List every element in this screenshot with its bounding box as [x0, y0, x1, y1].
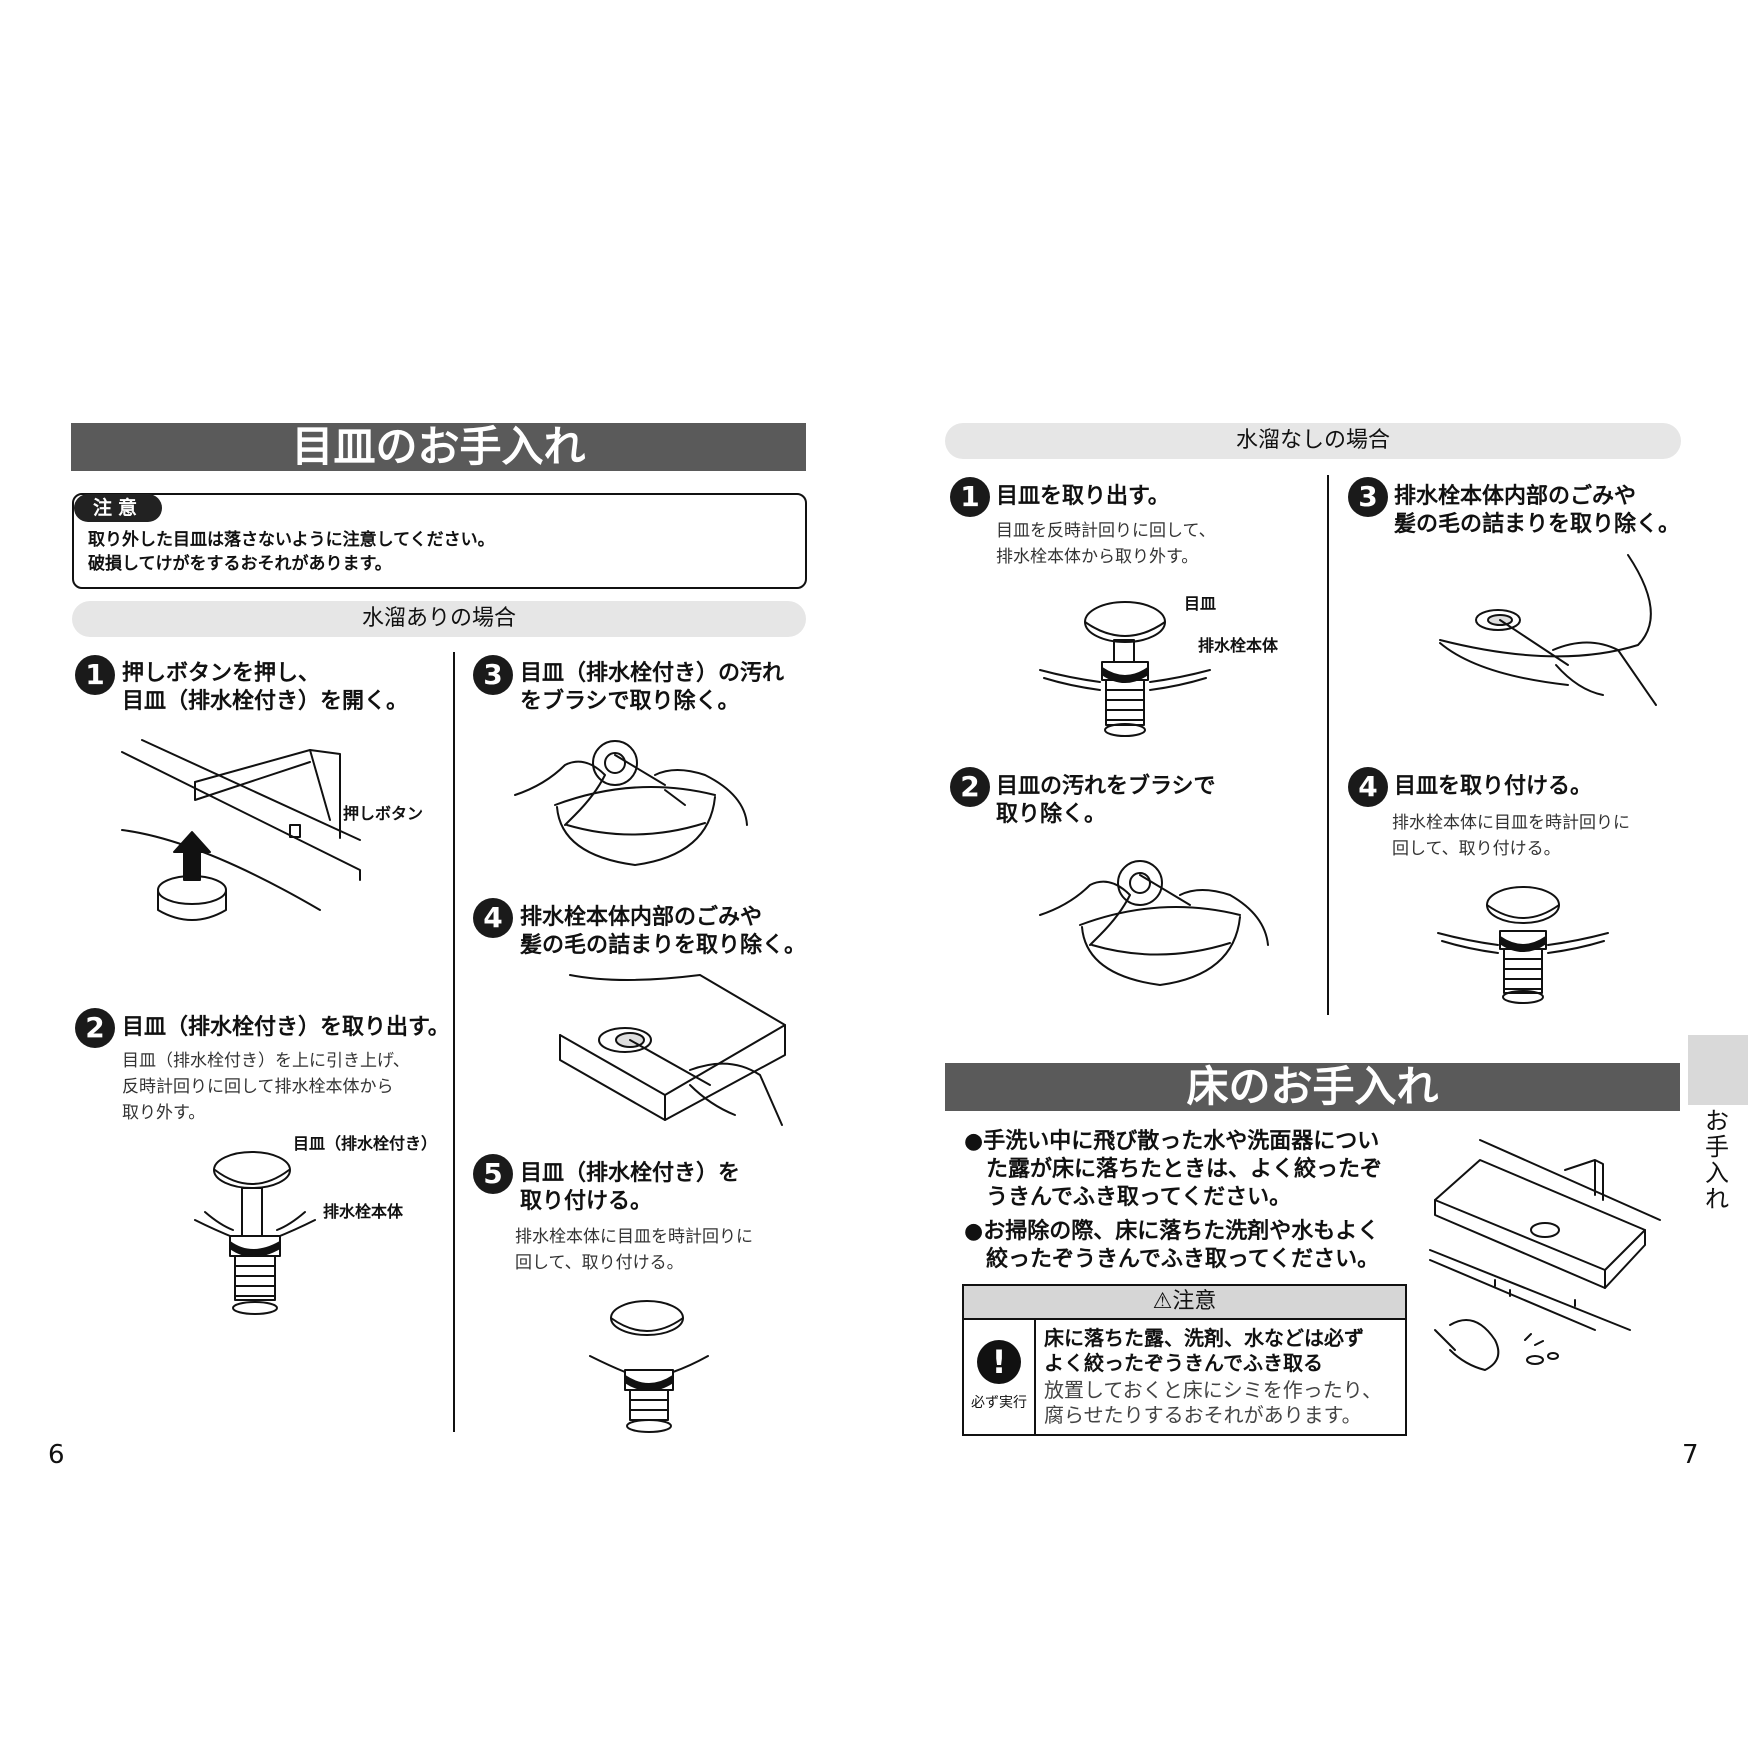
page-number-left: 6 [48, 1440, 65, 1470]
eyesara-removal-illustration [1039, 601, 1211, 737]
brush-cleaning-illustration [514, 740, 748, 866]
label-eyesara-with-drain: 目皿（排水栓付き） [293, 1134, 438, 1153]
section-with-trap: 水溜ありの場合 [72, 601, 806, 637]
warning-title: 床に落ちた露、洗剤、水などは必ず よく絞ったぞうきんでふき取る [1044, 1326, 1364, 1375]
side-tab [1688, 1035, 1748, 1105]
page-title-eyesara: 目皿のお手入れ [71, 423, 806, 471]
drain-removal-illustration [194, 1151, 316, 1315]
caution-tag: 注意 [74, 494, 162, 522]
push-button-illustration [121, 739, 361, 921]
step-number-r3: 3 [1348, 477, 1388, 517]
warning-header: ⚠注意 [964, 1286, 1405, 1320]
label-eyesara: 目皿 [1184, 594, 1217, 613]
step-title-r4: 目皿を取り付ける。 [1394, 774, 1593, 799]
step-title-r1: 目皿を取り出す。 [996, 484, 1170, 509]
step-desc-r1: 目皿を反時計回りに回して、 排水栓本体から取り外す。 [996, 521, 1216, 567]
caution-box [72, 493, 807, 589]
warning-box: ⚠注意 ! 必ず実行 床に落ちた露、洗剤、水などは必ず よく絞ったぞうきんでふき… [962, 1284, 1407, 1436]
step-number-2: 2 [75, 1008, 115, 1048]
step-number-3: 3 [473, 655, 513, 695]
eyesara-brush-illustration [1039, 860, 1269, 986]
column-divider-right [1327, 475, 1329, 1015]
floor-bullet-2: ●お掃除の際、床に落ちた洗剤や水もよく 絞ったぞうきんでふき取ってください。 [964, 1219, 1380, 1272]
step-title-r3: 排水栓本体内部のごみや 髪の毛の詰まりを取り除く。 [1394, 484, 1681, 537]
warning-desc: 放置しておくと床にシミを作ったり、 腐らせたりするおそれがあります。 [1044, 1378, 1382, 1427]
step-desc-5: 排水栓本体に目皿を時計回りに 回して、取り付ける。 [515, 1227, 753, 1273]
floor-care-title: 床のお手入れ [945, 1063, 1680, 1111]
exclamation-icon: ! [977, 1340, 1021, 1384]
step-title-r2: 目皿の汚れをブラシで 取り除く。 [996, 774, 1216, 827]
label-push-button: 押しボタン [343, 804, 424, 823]
column-divider [453, 652, 455, 1432]
step-title-5: 目皿（排水栓付き）を 取り付ける。 [520, 1161, 741, 1214]
step-desc-r4: 排水栓本体に目皿を時計回りに 回して、取り付ける。 [1392, 813, 1630, 859]
warning-head-text: 注意 [1172, 1289, 1217, 1314]
must-do-label: 必ず実行 [971, 1395, 1027, 1411]
step-title-4: 排水栓本体内部のごみや 髪の毛の詰まりを取り除く。 [520, 905, 807, 958]
warning-left-cell: ! 必ず実行 [964, 1320, 1036, 1434]
step-title-1: 押しボタンを押し、 目皿（排水栓付き）を開く。 [122, 661, 409, 714]
step-desc-2: 目皿（排水栓付き）を上に引き上げ、 反時計回りに回して排水栓本体から 取り外す。 [122, 1051, 410, 1123]
drain-inside-brush-illustration [1439, 554, 1657, 706]
caution-line-2: 破損してけがをするおそれがあります。 [88, 554, 392, 574]
step-number-1: 1 [75, 655, 115, 695]
sink-floor-illustration [1429, 1139, 1661, 1371]
step-title-3: 目皿（排水栓付き）の汚れ をブラシで取り除く。 [520, 661, 785, 714]
label-drain-body: 排水栓本体 [323, 1202, 404, 1221]
drain-attach-illustration [589, 1300, 709, 1433]
label-drain-body-r: 排水栓本体 [1198, 636, 1279, 655]
drain-brush-illustration [559, 974, 786, 1126]
step-title-2: 目皿（排水栓付き）を取り出す。 [122, 1015, 450, 1040]
page-number-right: 7 [1682, 1440, 1699, 1470]
warning-triangle-icon: ⚠ [1152, 1289, 1173, 1314]
eyesara-attach-illustration [1437, 886, 1609, 1004]
step-number-r2: 2 [950, 767, 990, 807]
floor-bullet-1: ●手洗い中に飛び散った水や洗面器につい た露が床に落ちたときは、よく絞ったぞ う… [964, 1129, 1383, 1210]
side-tab-label: お手入れ [1705, 1107, 1729, 1213]
step-number-r4: 4 [1348, 767, 1388, 807]
step-number-r1: 1 [950, 477, 990, 517]
step-number-5: 5 [473, 1154, 513, 1194]
step-number-4: 4 [473, 898, 513, 938]
section-without-trap: 水溜なしの場合 [945, 423, 1681, 459]
caution-line-1: 取り外した目皿は落さないように注意してください。 [88, 530, 495, 550]
